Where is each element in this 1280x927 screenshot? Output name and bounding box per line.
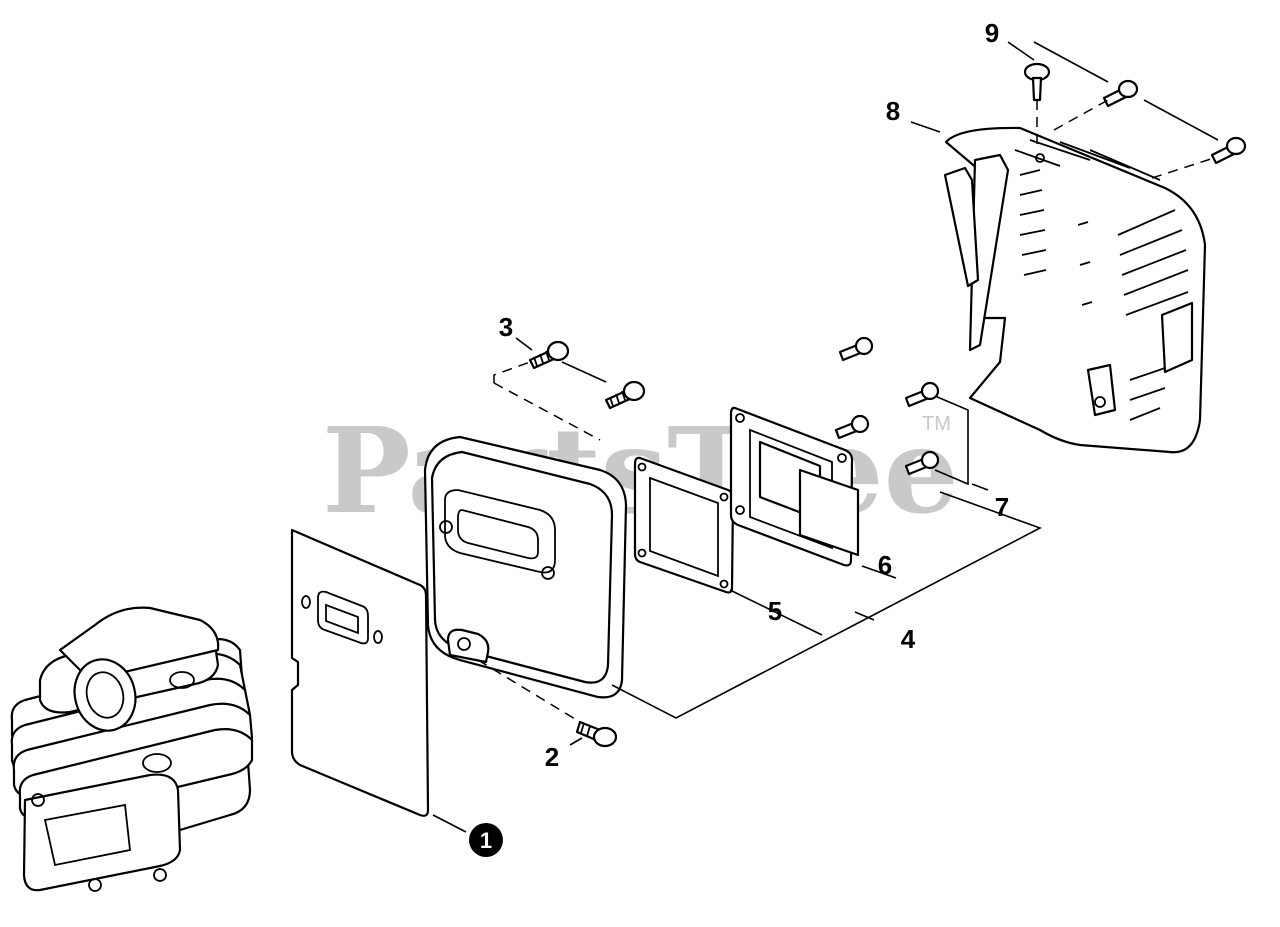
bolt-part-9a xyxy=(1023,62,1051,102)
callout-1: 1 xyxy=(480,828,492,853)
bolt-part-7b xyxy=(904,381,940,408)
callout-8: 8 xyxy=(886,96,900,126)
callout-3: 3 xyxy=(499,312,513,342)
callout-4: 4 xyxy=(901,624,916,654)
muffler-gasket-part-1 xyxy=(290,528,430,817)
cylinder-assembly xyxy=(10,606,254,892)
callout-labels: 9 8 3 7 6 5 4 2 1 xyxy=(469,18,1009,857)
leader-lines xyxy=(432,41,1219,833)
callout-5: 5 xyxy=(768,596,782,626)
callout-9: 9 xyxy=(985,18,999,48)
baffle-plate-part-6 xyxy=(729,406,860,567)
watermark-trademark: TM xyxy=(922,413,951,435)
bolt-part-3a xyxy=(528,340,570,370)
bolt-part-9c xyxy=(1210,136,1247,165)
bolt-part-3b xyxy=(604,380,646,410)
bolt-part-7a xyxy=(838,336,874,362)
shield-vent-slots xyxy=(1014,139,1189,421)
callout-7: 7 xyxy=(995,492,1009,522)
bolt-part-7c xyxy=(834,414,870,440)
callout-1-badge: 1 xyxy=(469,823,503,857)
heat-shield-part-8 xyxy=(943,126,1207,454)
bolt-part-7d xyxy=(904,450,940,476)
callout-2: 2 xyxy=(545,742,559,772)
callout-6: 6 xyxy=(878,550,892,580)
muffler-body-part-4 xyxy=(423,435,628,699)
bolt-part-9b xyxy=(1102,79,1139,108)
bolt-part-2 xyxy=(575,720,618,748)
